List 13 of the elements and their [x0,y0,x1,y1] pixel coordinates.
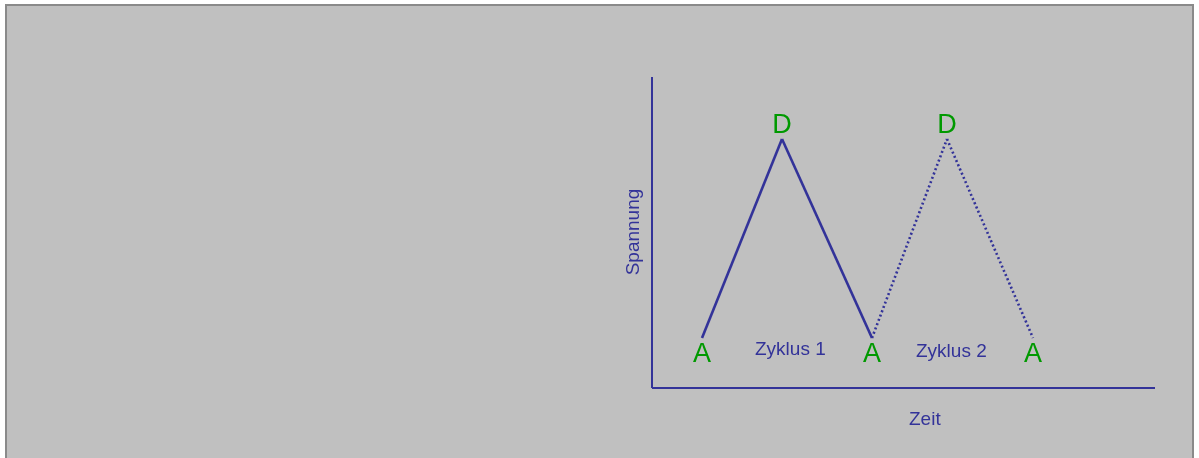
cycle-label: Zyklus 2 [916,340,987,362]
curve-segment [780,138,874,339]
point-label: A [1020,338,1046,368]
point-label: D [769,109,795,139]
axis-label: Spannung [622,188,645,276]
cycle-label: Zeit [909,408,941,430]
point-label: A [689,338,715,368]
curve-segment [945,138,1035,339]
curve-segment [700,138,784,339]
curve-segment [870,138,949,339]
point-label: A [859,338,885,368]
cycle-label: Zyklus 1 [755,338,826,360]
point-label: D [934,109,960,139]
